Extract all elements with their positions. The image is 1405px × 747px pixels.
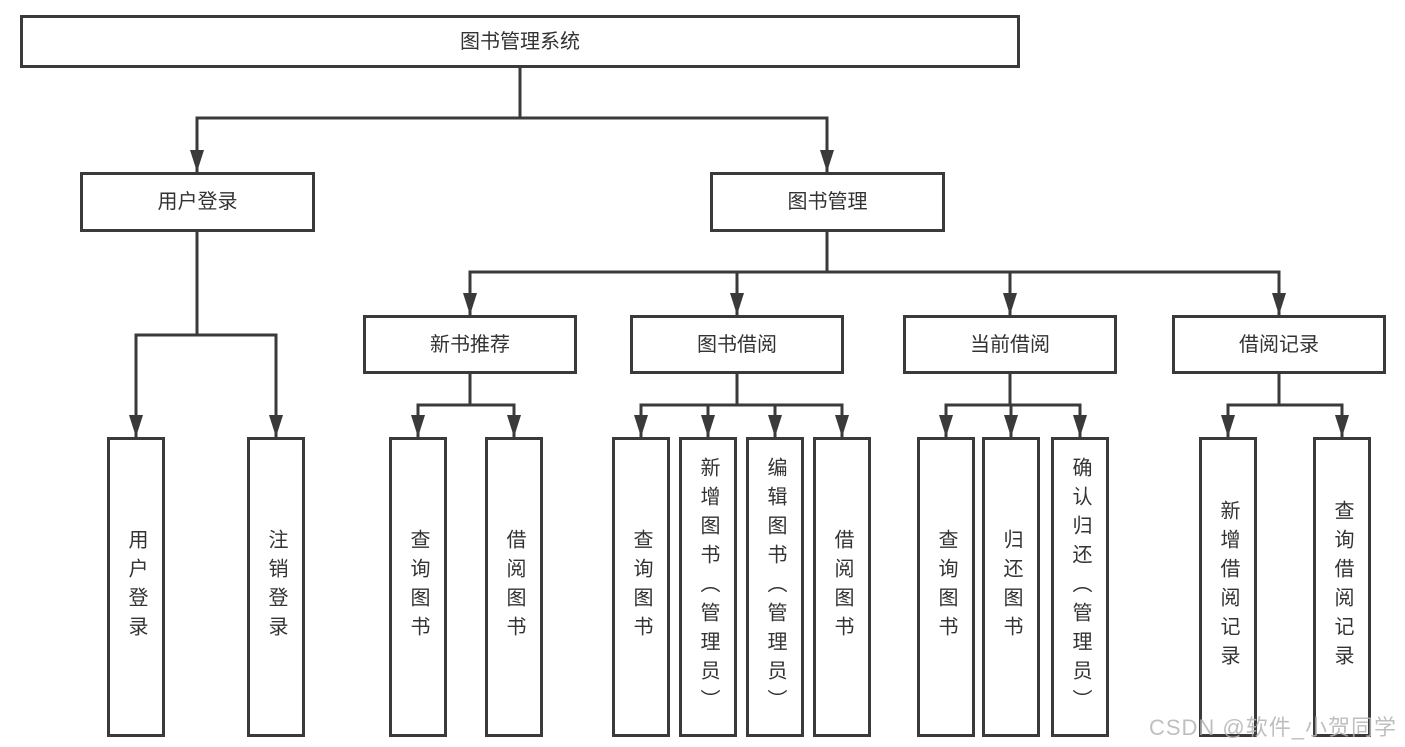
leaf-query-books-recommend: 查询图书	[389, 437, 447, 737]
leaf-logout: 注销登录	[247, 437, 305, 737]
node-new-book-recommend: 新书推荐	[363, 315, 577, 374]
node-borrowing-records: 借阅记录	[1172, 315, 1386, 374]
node-current-borrowing: 当前借阅	[903, 315, 1117, 374]
node-user-login: 用户登录	[80, 172, 315, 232]
leaf-confirm-return-admin: 确认归还（管理员）	[1051, 437, 1109, 737]
node-book-borrowing: 图书借阅	[630, 315, 844, 374]
node-system-root: 图书管理系统	[20, 15, 1020, 68]
leaf-return-book: 归还图书	[982, 437, 1040, 737]
leaf-user-login: 用户登录	[107, 437, 165, 737]
node-book-management: 图书管理	[710, 172, 945, 232]
leaf-edit-book-admin: 编辑图书（管理员）	[746, 437, 804, 737]
leaf-add-borrow-record: 新增借阅记录	[1199, 437, 1257, 737]
leaf-borrow-books-recommend: 借阅图书	[485, 437, 543, 737]
leaf-query-borrow-record: 查询借阅记录	[1313, 437, 1371, 737]
csdn-watermark: CSDN @软件_小贺同学	[1148, 715, 1397, 740]
leaf-query-books-borrowing: 查询图书	[612, 437, 670, 737]
leaf-query-books-current: 查询图书	[917, 437, 975, 737]
leaf-borrow-books: 借阅图书	[813, 437, 871, 737]
leaf-add-book-admin: 新增图书（管理员）	[679, 437, 737, 737]
